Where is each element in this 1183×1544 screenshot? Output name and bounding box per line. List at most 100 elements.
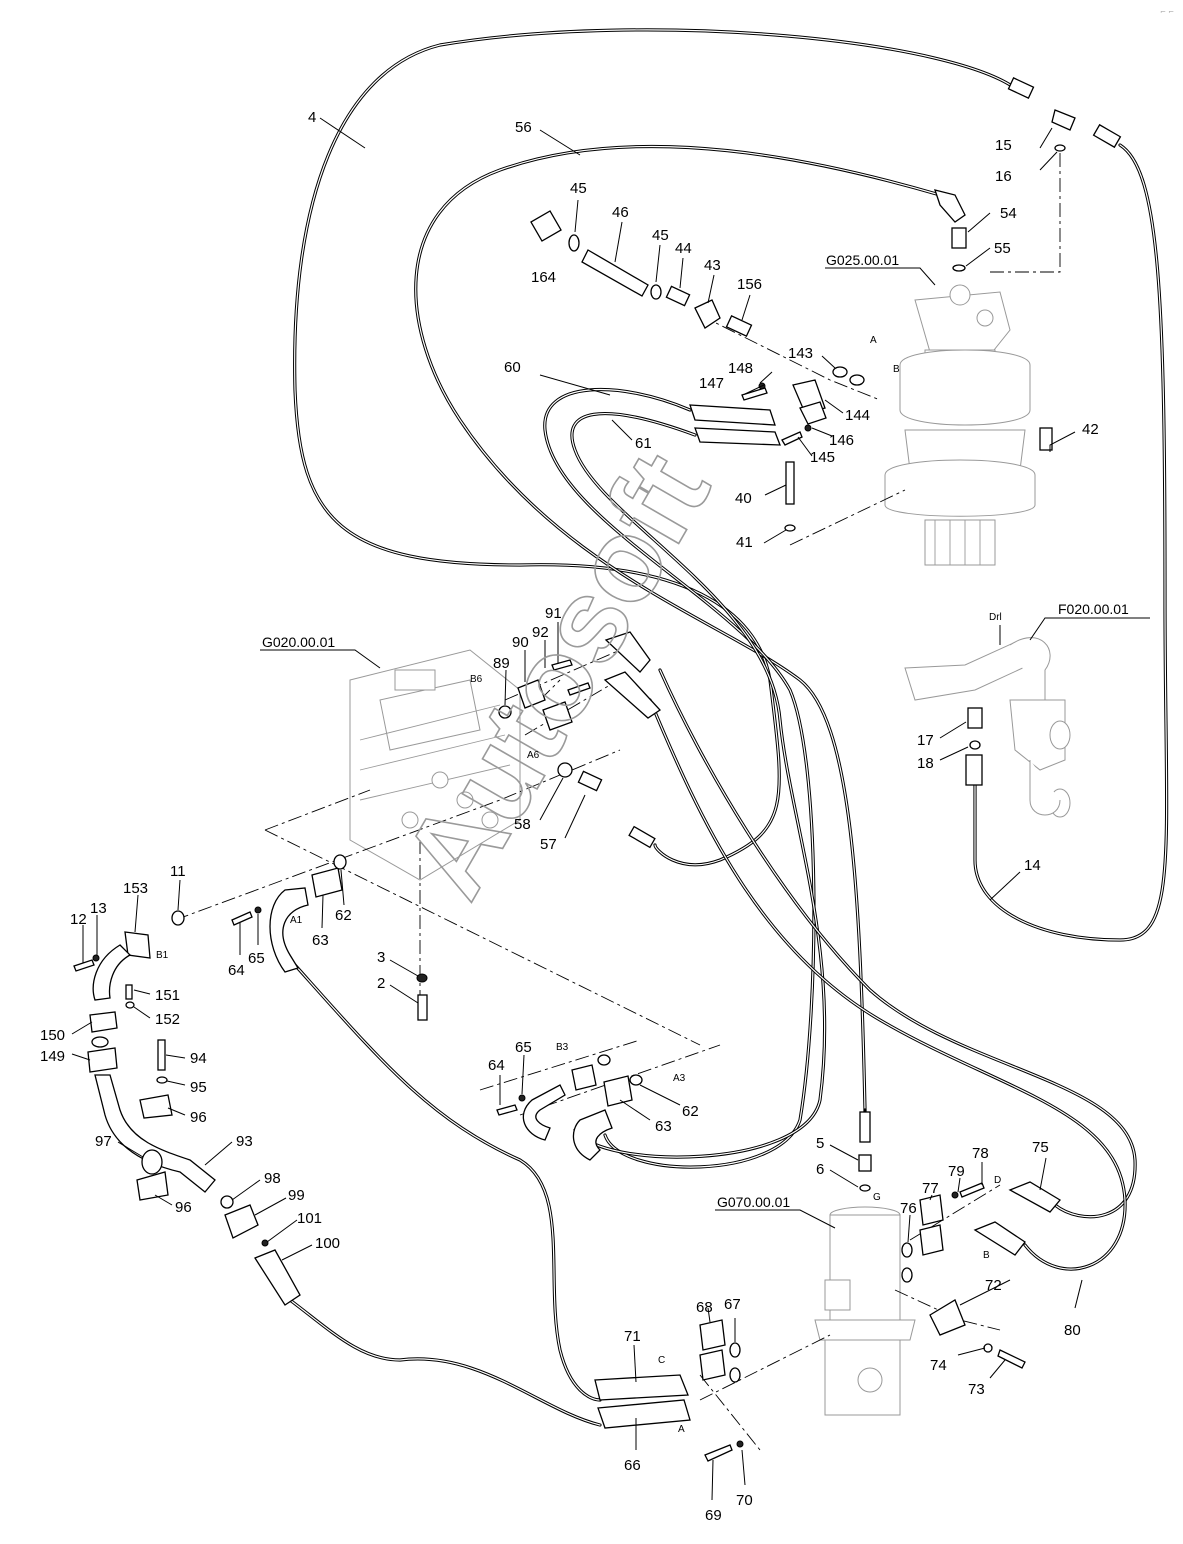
callout-14: 14 (1024, 857, 1041, 874)
callout-148: 148 (728, 360, 753, 377)
callout-62-a: 62 (335, 907, 352, 924)
assembly-label-f020: F020.00.01 (1058, 601, 1129, 617)
callout-164: 164 (531, 269, 556, 286)
port-label-drl: Drl (989, 612, 1002, 623)
swing-motor-assembly (884, 284, 1036, 566)
callout-16: 16 (995, 168, 1012, 185)
hose-group (288, 28, 1169, 1427)
callout-64-a: 64 (228, 962, 245, 979)
callout-96-b: 96 (175, 1199, 192, 1216)
callout-145: 145 (810, 449, 835, 466)
callout-61: 61 (635, 435, 652, 452)
callout-80: 80 (1064, 1322, 1081, 1339)
port-label-b-motor: B (893, 364, 900, 375)
callout-18: 18 (917, 755, 934, 772)
callout-153: 153 (123, 880, 148, 897)
port-label-d: D (994, 1175, 1001, 1186)
control-valve-assembly (349, 649, 521, 881)
drain-block-assembly (904, 637, 1071, 818)
callout-89: 89 (493, 655, 510, 672)
fittings (73, 77, 1122, 1462)
callout-57: 57 (540, 836, 557, 853)
callout-58: 58 (514, 816, 531, 833)
callout-79: 79 (948, 1163, 965, 1180)
callout-45-a: 45 (570, 180, 587, 197)
port-label-b6: B6 (470, 674, 483, 685)
callout-149: 149 (40, 1048, 65, 1065)
callout-99: 99 (288, 1187, 305, 1204)
callout-97: 97 (95, 1133, 112, 1150)
callout-71: 71 (624, 1328, 641, 1345)
callout-46: 46 (612, 204, 629, 221)
callout-150: 150 (40, 1027, 65, 1044)
callout-73: 73 (968, 1381, 985, 1398)
callout-152: 152 (155, 1011, 180, 1028)
assembly-label-g020: G020.00.01 (262, 634, 335, 650)
callout-143: 143 (788, 345, 813, 362)
callout-76: 76 (900, 1200, 917, 1217)
callout-5: 5 (816, 1135, 824, 1152)
callout-96-a: 96 (190, 1109, 207, 1126)
callout-45-b: 45 (652, 227, 669, 244)
callout-90: 90 (512, 634, 529, 651)
callout-41: 41 (736, 534, 753, 551)
port-label-c: C (658, 1355, 665, 1366)
callout-74: 74 (930, 1357, 947, 1374)
callout-67: 67 (724, 1296, 741, 1313)
callout-72: 72 (985, 1277, 1002, 1294)
callout-40: 40 (735, 490, 752, 507)
callout-69: 69 (705, 1507, 722, 1524)
callout-63-a: 63 (312, 932, 329, 949)
port-label-a-swivel: A (678, 1424, 685, 1435)
port-label-a1: A1 (290, 915, 303, 926)
callout-56: 56 (515, 119, 532, 136)
callout-144: 144 (845, 407, 870, 424)
callout-93: 93 (236, 1133, 253, 1150)
port-label-b1: B1 (156, 950, 169, 961)
callout-63-b: 63 (655, 1118, 672, 1135)
callout-92: 92 (532, 624, 549, 641)
callout-12: 12 (70, 911, 87, 928)
callout-17: 17 (917, 732, 934, 749)
callout-68: 68 (696, 1299, 713, 1316)
callout-78: 78 (972, 1145, 989, 1162)
callout-65-b: 65 (515, 1039, 532, 1056)
callout-77: 77 (922, 1180, 939, 1197)
callout-65-a: 65 (248, 950, 265, 967)
port-label-g: G (873, 1192, 881, 1203)
callout-44: 44 (675, 240, 692, 257)
callout-6: 6 (816, 1161, 824, 1178)
callout-101: 101 (297, 1210, 322, 1227)
port-label-a6: A6 (527, 750, 540, 761)
callout-4: 4 (308, 109, 316, 126)
callout-75: 75 (1032, 1139, 1049, 1156)
callout-156: 156 (737, 276, 762, 293)
callout-94: 94 (190, 1050, 207, 1067)
corner-mark: ⌐ ⌐ (1160, 8, 1174, 16)
callout-62-b: 62 (682, 1103, 699, 1120)
callout-91: 91 (545, 605, 562, 622)
callout-55: 55 (994, 240, 1011, 257)
callout-146: 146 (829, 432, 854, 449)
port-labels: A B B6 A6 B1 A1 B3 A3 Drl G D B C A (156, 335, 1002, 1435)
callout-66: 66 (624, 1457, 641, 1474)
callout-70: 70 (736, 1492, 753, 1509)
callout-13: 13 (90, 900, 107, 917)
port-label-b-swivel: B (983, 1250, 990, 1261)
swivel-joint-assembly (814, 1206, 916, 1416)
assembly-label-g070: G070.00.01 (717, 1194, 790, 1210)
assembly-labels: G025.00.01 G020.00.01 F020.00.01 G070.00… (262, 252, 1129, 1210)
callout-11: 11 (170, 863, 186, 880)
callout-42: 42 (1082, 421, 1099, 438)
callout-54: 54 (1000, 205, 1017, 222)
assembly-label-g025: G025.00.01 (826, 252, 899, 268)
callout-95: 95 (190, 1079, 207, 1096)
part-callouts: 4 56 45 46 45 44 43 156 164 15 16 54 55 … (40, 109, 1099, 1524)
callout-151: 151 (155, 987, 180, 1004)
callout-98: 98 (264, 1170, 281, 1187)
callout-60: 60 (504, 359, 521, 376)
callout-64-b: 64 (488, 1057, 505, 1074)
callout-3: 3 (377, 949, 385, 966)
callout-15: 15 (995, 137, 1012, 154)
